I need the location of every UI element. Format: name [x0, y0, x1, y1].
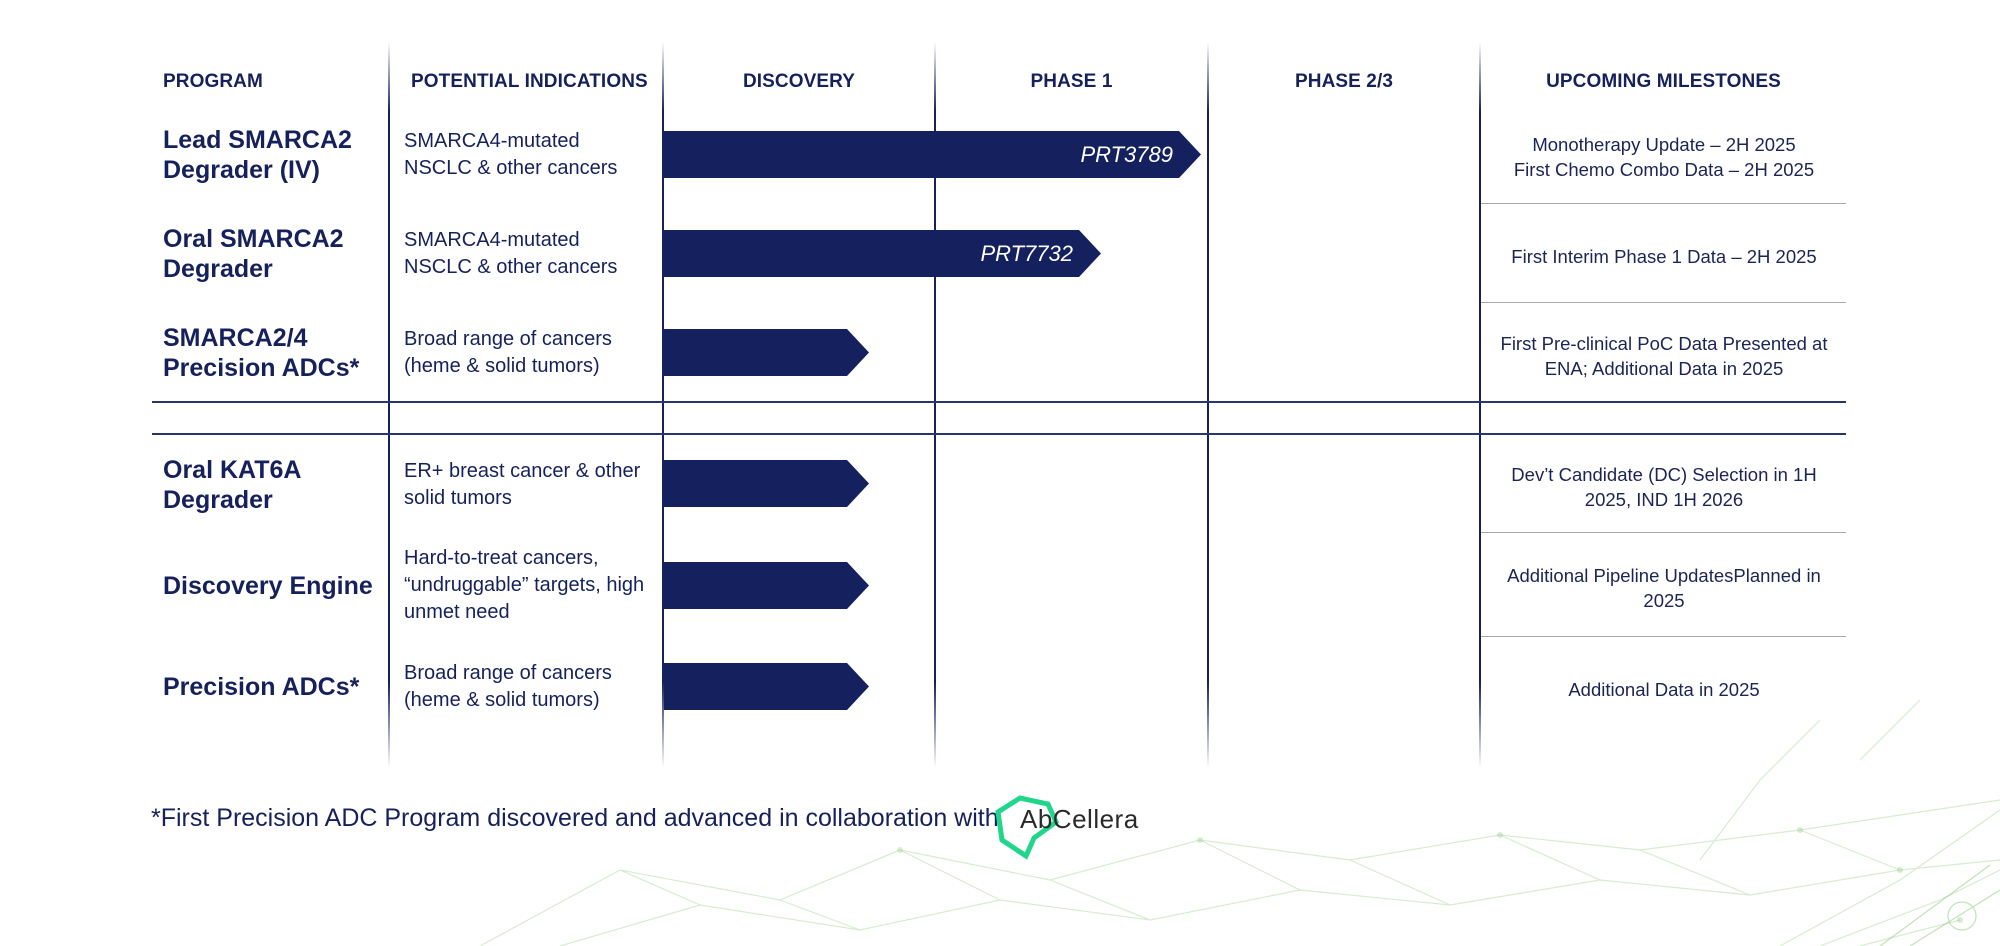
program-name-line: Degrader (IV)	[163, 156, 320, 184]
column-divider	[1207, 42, 1209, 768]
abcellera-logo-text: AbCellera	[1020, 804, 1139, 834]
program-name-line: SMARCA2/4	[163, 324, 308, 352]
pipeline-progress-arrow: PRT3789	[664, 131, 1201, 178]
program-name: Oral SMARCA2 Degrader	[163, 224, 344, 284]
indication-line: ER+ breast cancer & other	[404, 460, 641, 482]
milestone-line: 2025, IND 1H 2026	[1584, 489, 1744, 510]
program-name-line: Lead SMARCA2	[163, 126, 352, 154]
header-program: PROGRAM	[163, 71, 263, 92]
indication-text: Hard-to-treat cancers, “undruggable” tar…	[404, 545, 644, 626]
milestone-line: Monotherapy Update – 2H 2025	[1532, 134, 1796, 155]
pipeline-progress-arrow	[664, 460, 869, 507]
indication-line: Hard-to-treat cancers,	[404, 547, 599, 569]
milestone-divider	[1481, 203, 1846, 204]
milestone-text: Additional Pipeline UpdatesPlanned in 20…	[1482, 563, 1846, 613]
pipeline-progress-arrow	[664, 329, 869, 376]
milestone-line: First Chemo Combo Data – 2H 2025	[1513, 159, 1815, 180]
column-divider	[934, 42, 936, 768]
abcellera-logo: AbCellera	[990, 792, 1160, 862]
program-name-line: Discovery Engine	[163, 572, 373, 600]
program-name: Precision ADCs*	[163, 672, 359, 702]
compound-label: PRT7732	[980, 241, 1073, 266]
milestone-line: Additional Data in 2025	[1568, 679, 1760, 700]
indication-line: (heme & solid tumors)	[404, 355, 600, 377]
milestone-text: Additional Data in 2025	[1482, 677, 1846, 702]
milestone-line: Additional Pipeline UpdatesPlanned in	[1507, 565, 1821, 586]
program-name: SMARCA2/4 Precision ADCs*	[163, 323, 359, 383]
column-divider	[662, 42, 664, 768]
pipeline-progress-arrow	[664, 663, 869, 710]
milestone-text: First Pre-clinical PoC Data Presented at…	[1482, 331, 1846, 381]
header-upcoming-milestones: UPCOMING MILESTONES	[1546, 71, 1781, 92]
indication-line: Broad range of cancers	[404, 662, 612, 684]
milestone-line: Dev’t Candidate (DC) Selection in 1H	[1511, 464, 1817, 485]
indication-line: “undruggable” targets, high	[404, 574, 645, 596]
section-divider-bottom	[152, 433, 1846, 435]
milestone-divider	[1481, 302, 1846, 303]
section-divider-top	[152, 401, 1846, 403]
program-name-line: Degrader	[163, 255, 273, 283]
compound-label: PRT3789	[1080, 142, 1173, 167]
program-name-line: Precision ADCs*	[163, 673, 360, 701]
indication-text: SMARCA4-mutated NSCLC & other cancers	[404, 128, 617, 182]
program-name: Oral KAT6A Degrader	[163, 455, 301, 515]
column-divider	[388, 42, 390, 768]
milestone-line: First Pre-clinical PoC Data Presented at	[1500, 333, 1828, 354]
milestone-line: 2025	[1643, 590, 1685, 611]
milestone-line: ENA; Additional Data in 2025	[1544, 358, 1784, 379]
header-potential-indications: POTENTIAL INDICATIONS	[411, 71, 648, 92]
milestone-line: First Interim Phase 1 Data – 2H 2025	[1511, 246, 1817, 267]
column-divider	[1479, 42, 1481, 768]
indication-line: unmet need	[404, 601, 510, 623]
indication-line: (heme & solid tumors)	[404, 689, 600, 711]
indication-line: NSCLC & other cancers	[404, 256, 618, 278]
header-phase-2-3: PHASE 2/3	[1294, 71, 1394, 92]
program-name-line: Oral SMARCA2	[163, 225, 344, 253]
program-name: Discovery Engine	[163, 571, 373, 601]
pipeline-progress-arrow	[664, 562, 869, 609]
milestone-divider	[1481, 636, 1846, 637]
indication-text: Broad range of cancers (heme & solid tum…	[404, 326, 612, 380]
program-name: Lead SMARCA2 Degrader (IV)	[163, 125, 352, 185]
milestone-text: Dev’t Candidate (DC) Selection in 1H 202…	[1482, 462, 1846, 512]
pipeline-progress-arrow: PRT7732	[664, 230, 1101, 277]
header-discovery: DISCOVERY	[742, 71, 856, 92]
indication-line: SMARCA4-mutated	[404, 229, 580, 251]
indication-line: solid tumors	[404, 487, 512, 509]
indication-line: NSCLC & other cancers	[404, 157, 618, 179]
program-name-line: Degrader	[163, 486, 273, 514]
footnote: *First Precision ADC Program discovered …	[151, 804, 999, 832]
milestone-text: First Interim Phase 1 Data – 2H 2025	[1482, 244, 1846, 269]
indication-line: SMARCA4-mutated	[404, 130, 580, 152]
abcellera-logo-icon	[995, 795, 1060, 860]
indication-text: Broad range of cancers (heme & solid tum…	[404, 660, 612, 714]
program-name-line: Oral KAT6A	[163, 456, 302, 484]
indication-text: ER+ breast cancer & other solid tumors	[404, 458, 640, 512]
indication-text: SMARCA4-mutated NSCLC & other cancers	[404, 227, 617, 281]
milestone-text: Monotherapy Update – 2H 2025 First Chemo…	[1482, 132, 1846, 182]
milestone-divider	[1481, 532, 1846, 533]
indication-line: Broad range of cancers	[404, 328, 612, 350]
program-name-line: Precision ADCs*	[163, 354, 360, 382]
header-phase-1: PHASE 1	[1030, 71, 1113, 92]
